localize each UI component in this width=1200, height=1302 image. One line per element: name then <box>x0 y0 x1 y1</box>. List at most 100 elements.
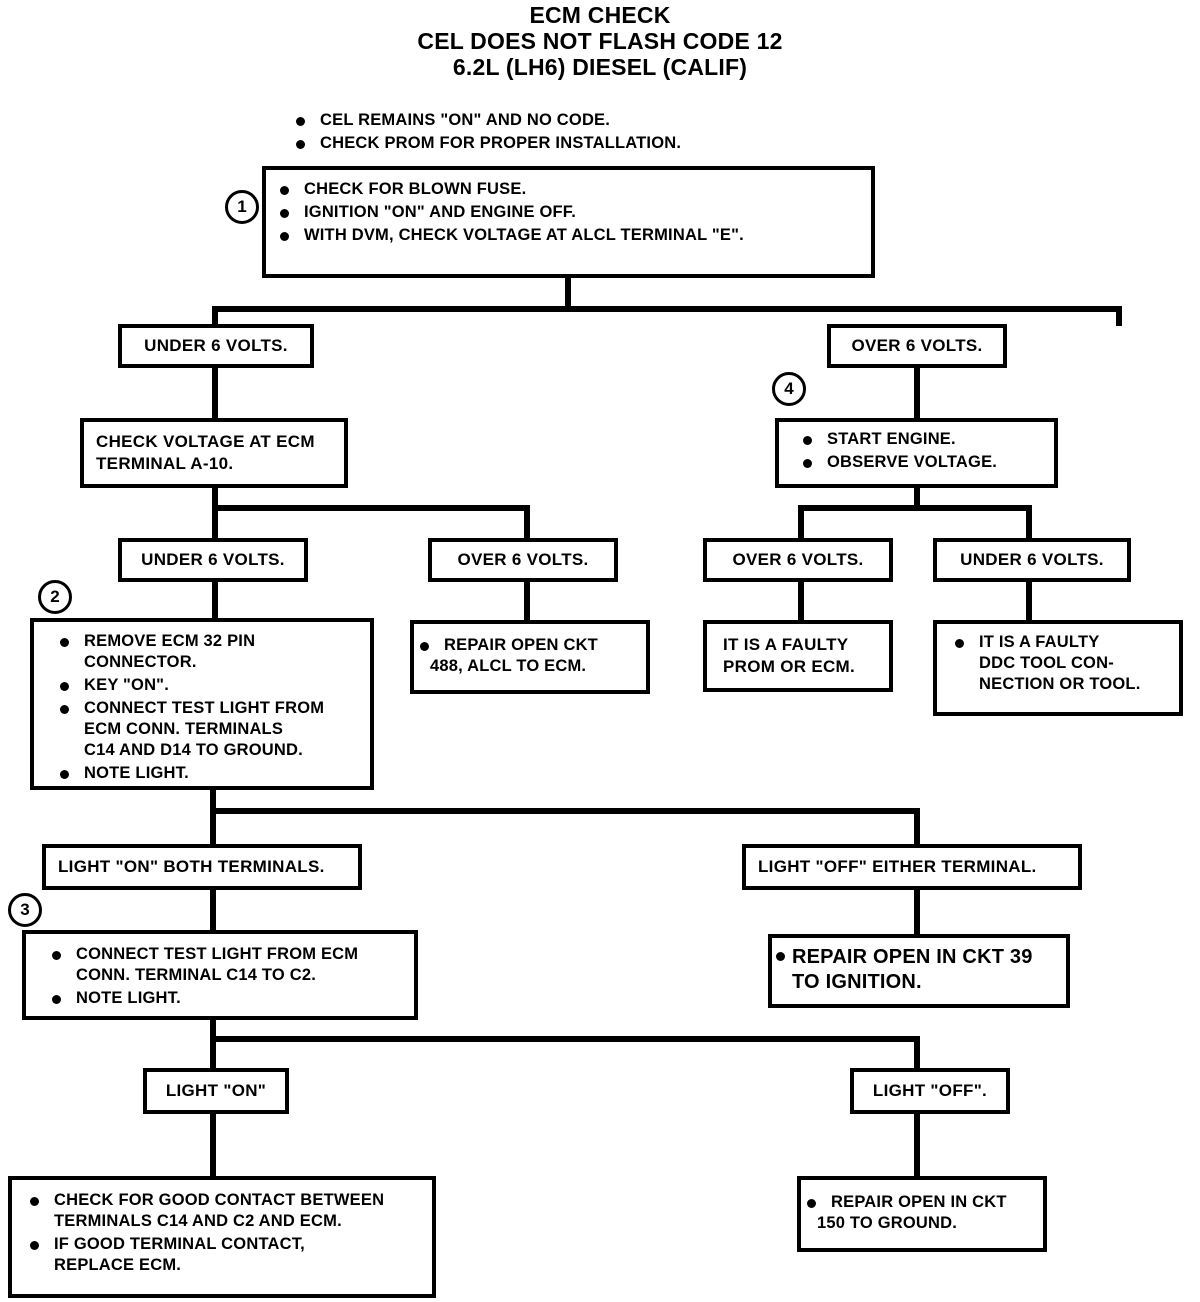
connector-split-right-2 <box>524 505 530 541</box>
step3-bullet-list: CONNECT TEST LIGHT FROM ECM CONN. TERMIN… <box>46 944 406 1009</box>
faulty-prom-line-2: PROM OR ECM. <box>723 657 856 676</box>
step3-bullet-2: NOTE LIGHT. <box>46 988 406 1009</box>
connector-split-left-2 <box>212 505 218 541</box>
step2-bullet-1: REMOVE ECM 32 PIN CONNECTOR. <box>54 631 362 673</box>
node-light-off[interactable]: LIGHT "OFF". <box>850 1068 1010 1114</box>
faulty-ddc-bullet: IT IS A FAULTY DDC TOOL CON- NECTION OR … <box>949 632 1171 695</box>
node-step2-box[interactable]: REMOVE ECM 32 PIN CONNECTOR. KEY "ON". C… <box>30 618 374 790</box>
check-contact-line-2: TERMINALS C14 AND C2 AND ECM. <box>54 1212 342 1230</box>
check-contact-line-3: IF GOOD TERMINAL CONTACT, <box>54 1235 305 1253</box>
connector-lighton-down <box>210 1114 216 1176</box>
repair39-bullet-list: REPAIR OPEN IN CKT 39 TO IGNITION. <box>776 945 1054 997</box>
connector-over6-l2-down <box>524 582 530 620</box>
node-repair-ckt-150[interactable]: REPAIR OPEN IN CKT 150 TO GROUND. <box>797 1176 1047 1252</box>
node-faulty-ddc-tool[interactable]: IT IS A FAULTY DDC TOOL CON- NECTION OR … <box>933 620 1183 716</box>
node-check-good-contact[interactable]: CHECK FOR GOOD CONTACT BETWEEN TERMINALS… <box>8 1176 436 1298</box>
page-title: ECM CHECK CEL DOES NOT FLASH CODE 12 6.2… <box>0 2 1200 80</box>
step2-bullet-4-line-1: NOTE LIGHT. <box>84 764 189 782</box>
node-repair-ckt-488[interactable]: REPAIR OPEN CKT 488, ALCL TO ECM. <box>410 620 650 694</box>
node-over-6-volts-right[interactable]: OVER 6 VOLTS. <box>827 324 1007 368</box>
connector-split-bar-4 <box>210 808 920 814</box>
node-label: UNDER 6 VOLTS. <box>960 550 1104 569</box>
preamble-bullet-1: CEL REMAINS "ON" AND NO CODE. <box>290 110 910 131</box>
node-faulty-prom-or-ecm[interactable]: IT IS A FAULTY PROM OR ECM. <box>703 620 893 692</box>
node-over-6-volts-r2[interactable]: OVER 6 VOLTS. <box>703 538 893 582</box>
faulty-ddc-bullet-list: IT IS A FAULTY DDC TOOL CON- NECTION OR … <box>949 632 1171 695</box>
node-step3-box[interactable]: CONNECT TEST LIGHT FROM ECM CONN. TERMIN… <box>22 930 418 1020</box>
preamble-bullet-2: CHECK PROM FOR PROPER INSTALLATION. <box>290 133 910 154</box>
connector-step3-down <box>210 1020 216 1042</box>
node-start-engine[interactable]: START ENGINE. OBSERVE VOLTAGE. <box>775 418 1058 488</box>
faulty-ddc-line-2: DDC TOOL CON- <box>979 654 1114 672</box>
connector-split-bar-5 <box>210 1036 914 1042</box>
step1-bullet-list: CHECK FOR BLOWN FUSE. IGNITION "ON" AND … <box>274 179 863 246</box>
step-marker-3: 3 <box>8 893 42 927</box>
check-contact-line-1: CHECK FOR GOOD CONTACT BETWEEN <box>54 1191 385 1209</box>
node-label: LIGHT "OFF". <box>872 1081 988 1100</box>
connector-split-right-3 <box>1026 505 1032 541</box>
node-over-6-volts-l2[interactable]: OVER 6 VOLTS. <box>428 538 618 582</box>
preamble-bullets: CEL REMAINS "ON" AND NO CODE. CHECK PROM… <box>290 110 910 156</box>
check-contact-line-4: REPLACE ECM. <box>54 1256 182 1274</box>
step2-bullet-2-line-1: KEY "ON". <box>84 676 169 694</box>
start-engine-bullet-1: START ENGINE. <box>797 429 1046 450</box>
step1-bullet-3: WITH DVM, CHECK VOLTAGE AT ALCL TERMINAL… <box>274 225 863 246</box>
node-label: LIGHT "ON" <box>165 1081 267 1100</box>
connector-under6-l2-down <box>212 582 218 618</box>
check-contact-bullet-1: CHECK FOR GOOD CONTACT BETWEEN TERMINALS… <box>24 1190 424 1232</box>
repair150-bullet-list: REPAIR OPEN IN CKT 150 TO GROUND. <box>801 1192 1031 1236</box>
node-step1-box[interactable]: CHECK FOR BLOWN FUSE. IGNITION "ON" AND … <box>262 166 875 278</box>
check-contact-bullet-list: CHECK FOR GOOD CONTACT BETWEEN TERMINALS… <box>24 1190 424 1276</box>
node-under-6-volts-left[interactable]: UNDER 6 VOLTS. <box>118 324 314 368</box>
title-line-2: CEL DOES NOT FLASH CODE 12 <box>417 28 783 54</box>
step1-bullet-1: CHECK FOR BLOWN FUSE. <box>274 179 863 200</box>
step3-bullet-1-line-2: CONN. TERMINAL C14 TO C2. <box>76 966 317 984</box>
connector-step1-down <box>565 278 571 312</box>
repair488-line-1: REPAIR OPEN CKT <box>444 636 598 654</box>
connector-split-right-4 <box>914 808 920 846</box>
repair488-bullet-list: REPAIR OPEN CKT 488, ALCL TO ECM. <box>414 635 634 679</box>
connector-split-right-5 <box>914 1036 920 1070</box>
node-label: LIGHT "OFF" EITHER TERMINAL. <box>758 857 1037 876</box>
node-repair-ckt-39[interactable]: REPAIR OPEN IN CKT 39 TO IGNITION. <box>768 934 1070 1008</box>
connector-split-bar-3 <box>798 505 1032 511</box>
connector-split-right-1 <box>1116 306 1122 326</box>
faulty-prom-line-1: IT IS A FAULTY <box>723 635 849 654</box>
node-light-on-both-terminals[interactable]: LIGHT "ON" BOTH TERMINALS. <box>42 844 362 890</box>
step1-bullet-2: IGNITION "ON" AND ENGINE OFF. <box>274 202 863 223</box>
node-under-6-volts-r2[interactable]: UNDER 6 VOLTS. <box>933 538 1131 582</box>
repair39-bullet: REPAIR OPEN IN CKT 39 TO IGNITION. <box>776 945 1054 995</box>
connector-split-left-3 <box>798 505 804 541</box>
node-check-voltage-ecm[interactable]: CHECK VOLTAGE AT ECM TERMINAL A-10. <box>80 418 348 488</box>
title-line-3: 6.2L (LH6) DIESEL (CALIF) <box>452 54 748 80</box>
node-label: UNDER 6 VOLTS. <box>141 550 285 569</box>
step2-bullet-2: KEY "ON". <box>54 675 362 696</box>
node-label: OVER 6 VOLTS. <box>851 336 983 355</box>
node-label: UNDER 6 VOLTS. <box>144 336 288 355</box>
start-engine-bullet-list: START ENGINE. OBSERVE VOLTAGE. <box>797 429 1046 473</box>
repair488-bullet: REPAIR OPEN CKT 488, ALCL TO ECM. <box>414 635 634 677</box>
step2-bullet-1-line-2: CONNECTOR. <box>84 653 197 671</box>
node-light-off-either-terminal[interactable]: LIGHT "OFF" EITHER TERMINAL. <box>742 844 1082 890</box>
title-line-1: ECM CHECK <box>529 2 671 28</box>
node-label: LIGHT "ON" BOTH TERMINALS. <box>58 857 325 876</box>
start-engine-bullet-2: OBSERVE VOLTAGE. <box>797 452 1046 473</box>
node-label: OVER 6 VOLTS. <box>732 550 864 569</box>
step3-bullet-1: CONNECT TEST LIGHT FROM ECM CONN. TERMIN… <box>46 944 406 986</box>
node-light-on[interactable]: LIGHT "ON" <box>143 1068 289 1114</box>
node-under-6-volts-l2[interactable]: UNDER 6 VOLTS. <box>118 538 308 582</box>
faulty-ddc-line-3: NECTION OR TOOL. <box>979 675 1141 693</box>
connector-split-left-4 <box>210 808 216 846</box>
connector-lightoff-either-down <box>914 890 920 936</box>
repair150-line-1: REPAIR OPEN IN CKT <box>831 1193 1007 1211</box>
check-contact-bullet-2: IF GOOD TERMINAL CONTACT, REPLACE ECM. <box>24 1234 424 1276</box>
connector-lightoff-down <box>914 1114 920 1176</box>
connector-under6-down <box>212 368 218 420</box>
step2-bullet-3-line-1: CONNECT TEST LIGHT FROM <box>84 699 325 717</box>
repair39-line-1: REPAIR OPEN IN CKT 39 <box>792 946 1033 968</box>
repair150-line-2: 150 TO GROUND. <box>817 1214 958 1232</box>
connector-startengine-down <box>914 488 920 510</box>
step2-bullet-list: REMOVE ECM 32 PIN CONNECTOR. KEY "ON". C… <box>54 631 362 784</box>
connector-split-bar-2 <box>212 505 530 511</box>
